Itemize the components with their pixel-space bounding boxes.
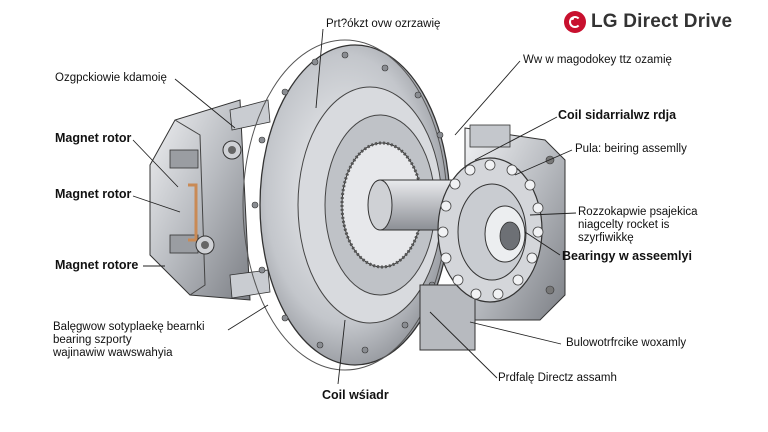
label-right-4: Bearingy w asseemlyi: [562, 249, 692, 263]
main-flange: [242, 39, 452, 371]
label-left-2: Magnet rotor: [55, 131, 132, 145]
lg-logo-icon: [564, 11, 586, 33]
label-left-5: Balęgwow sotyplaekę bearnki bearing szpo…: [53, 321, 205, 359]
label-right-1: Coil sidarrialwz rdja: [558, 108, 677, 122]
logo-text: LG Direct Drive: [591, 11, 733, 32]
leader-lines: [132, 28, 577, 385]
label-bottom-left: Coil wśiadr: [322, 388, 389, 402]
label-top-center: Prt?ókzt ovw ozrzawię: [326, 18, 441, 30]
label-right-2: Pula: beiring assemlly: [575, 143, 687, 155]
right-bearing-housing: [419, 124, 566, 351]
label-bottom-center: Prdfalę Directz assamh: [498, 372, 617, 384]
left-housing: [149, 99, 271, 301]
label-left-3: Magnet rotor: [55, 187, 132, 201]
label-top-right: Ww w magodokey ttz ozamię: [523, 54, 672, 66]
brand-logo: LG Direct Drive: [564, 11, 732, 33]
label-right-3: Rozzokapwie psajekica niagcelty rocket i…: [578, 206, 698, 244]
label-left-1: Ozgpckiowie kdamoię: [55, 72, 167, 84]
label-right-5: Bulowotrfrcike woxamly: [566, 337, 687, 349]
label-left-4: Magnet rotore: [55, 258, 139, 272]
